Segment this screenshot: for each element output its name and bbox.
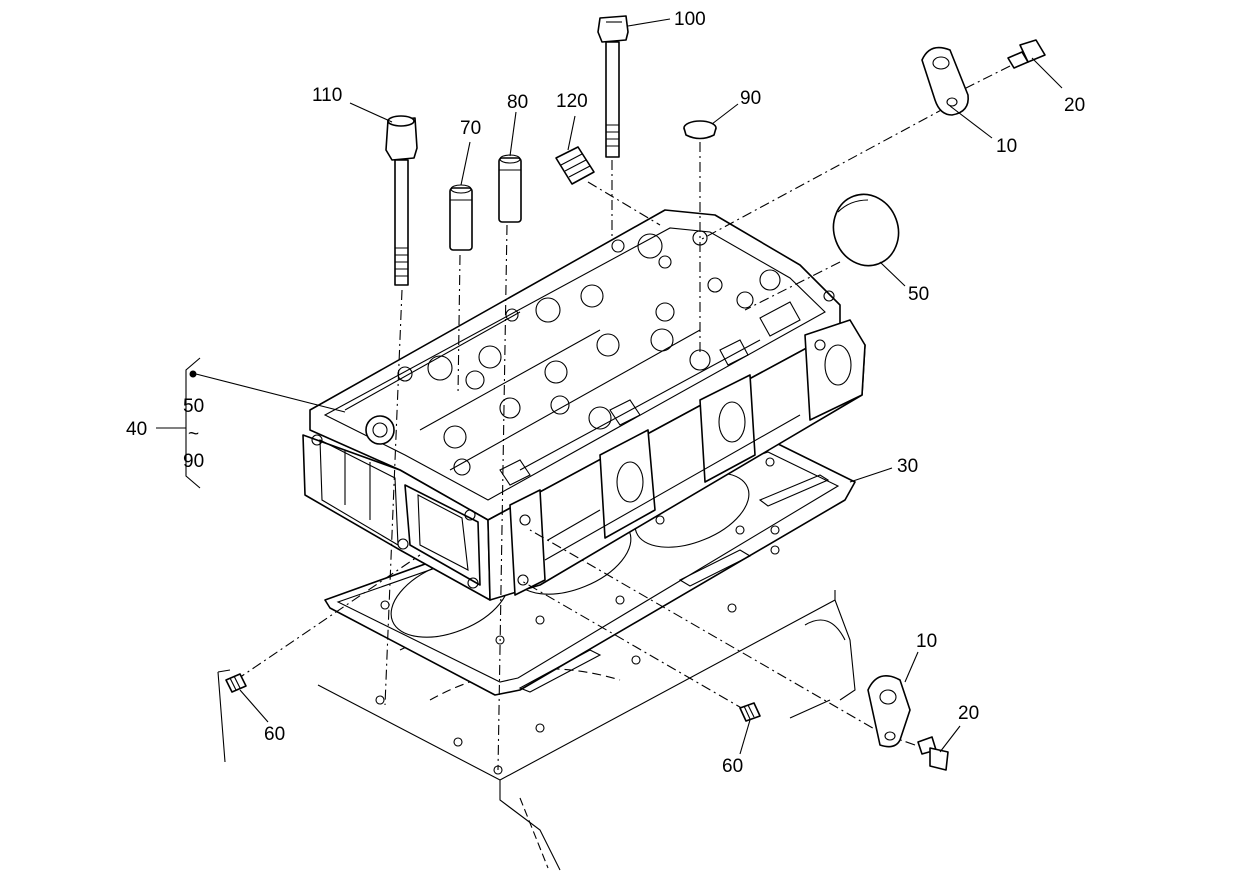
callout-120: 120 <box>556 91 588 112</box>
group-bracket-40: 40 50 ~ 90 <box>126 357 204 489</box>
callout-50: 50 <box>908 284 929 305</box>
dowel-60-right <box>739 702 761 722</box>
valve-guide-70 <box>449 184 473 251</box>
callout-20-bottom: 20 <box>958 703 979 724</box>
callout-90: 90 <box>740 88 761 109</box>
bracket-10-top <box>921 46 969 116</box>
bracket-10-bottom <box>867 674 911 748</box>
bolt-20-bottom <box>917 736 949 771</box>
head-bolt-110 <box>385 115 418 286</box>
group-range-tilde: ~ <box>188 424 199 445</box>
dowel-60-left <box>225 673 247 693</box>
callout-20-top: 20 <box>1064 95 1085 116</box>
group-range-from: 50 <box>183 396 204 417</box>
cylinder-head <box>302 209 866 601</box>
callout-110: 110 <box>312 85 342 106</box>
bolt-20-top <box>1007 39 1046 69</box>
leader-lines <box>189 18 1063 755</box>
cap-50 <box>832 193 900 267</box>
callout-100: 100 <box>674 9 706 30</box>
bolt-100 <box>597 15 629 158</box>
callout-60-right: 60 <box>722 756 743 777</box>
group-range-to: 90 <box>183 451 204 472</box>
callout-80: 80 <box>507 92 528 113</box>
callout-10-bottom: 10 <box>916 631 937 652</box>
callout-60-left: 60 <box>264 724 285 745</box>
callout-10-top: 10 <box>996 136 1017 157</box>
plug-120 <box>555 146 595 185</box>
valve-guide-80 <box>498 154 522 223</box>
group-label-40: 40 <box>126 419 147 440</box>
assembly-lines <box>235 65 1011 771</box>
callout-70: 70 <box>460 118 481 139</box>
callouts: 100 110 70 80 120 90 10 20 50 30 60 60 1… <box>264 9 1085 777</box>
seal-ring-90 <box>683 120 717 140</box>
callout-30: 30 <box>897 456 918 477</box>
